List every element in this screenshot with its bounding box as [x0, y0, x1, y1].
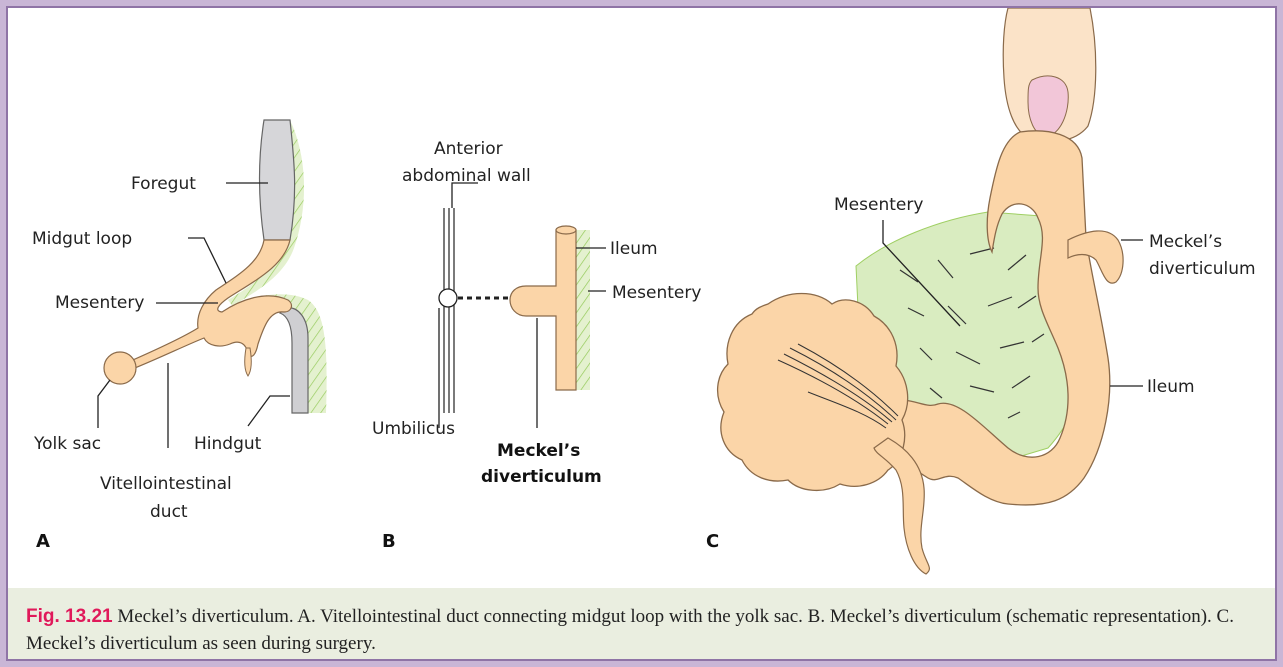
umbilicus-shape — [439, 289, 457, 307]
label-meckel-c-line1: Meckel’s — [1149, 232, 1222, 252]
panel-letter-c: C — [706, 531, 719, 552]
yolk-sac-shape — [104, 352, 136, 384]
foregut-tube — [260, 120, 295, 240]
label-meckel-b-line2: diverticulum — [481, 467, 602, 487]
label-mesentery-b: Mesentery — [612, 283, 701, 303]
figure-illustration: Foregut Midgut loop Mesentery Yolk sac H… — [8, 8, 1275, 588]
label-mesentery-a: Mesentery — [55, 293, 144, 313]
label-hindgut: Hindgut — [194, 434, 262, 454]
label-meckel-b-line1: Meckel’s — [497, 441, 580, 461]
panel-letter-a: A — [36, 531, 50, 552]
label-foregut: Foregut — [131, 174, 196, 194]
figure-frame: Foregut Midgut loop Mesentery Yolk sac H… — [6, 6, 1277, 661]
label-yolk-sac: Yolk sac — [33, 434, 101, 454]
panel-b-ileum — [510, 230, 576, 390]
label-duct-line1: Vitellointestinal — [100, 474, 232, 494]
label-ileum-c: Ileum — [1147, 377, 1195, 397]
panel-c-left-tissue — [718, 294, 908, 491]
hindgut-tube — [280, 308, 308, 413]
caption-figure-number: Fig. 13.21 — [26, 606, 113, 627]
label-wall-line2: abdominal wall — [402, 166, 531, 186]
label-duct-line2: duct — [150, 502, 188, 522]
label-meckel-c-line2: diverticulum — [1149, 259, 1256, 279]
caption-text: Meckel’s diverticulum. A. Vitellointesti… — [26, 606, 1234, 654]
panel-c: Mesentery Meckel’s diverticulum Ileum C — [706, 8, 1256, 574]
panel-a: Foregut Midgut loop Mesentery Yolk sac H… — [32, 120, 327, 552]
figure-caption: Fig. 13.21 Meckel’s diverticulum. A. Vit… — [8, 588, 1275, 659]
label-midgut-loop: Midgut loop — [32, 229, 132, 249]
label-mesentery-c: Mesentery — [834, 195, 923, 215]
panel-letter-b: B — [382, 531, 396, 552]
label-umbilicus: Umbilicus — [372, 419, 455, 439]
midgut-loop — [126, 240, 291, 370]
label-ileum-b: Ileum — [610, 239, 658, 259]
label-wall-line1: Anterior — [434, 139, 503, 159]
panel-b: Anterior abdominal wall Ileum Mesentery … — [372, 139, 701, 552]
midgut-drip — [245, 348, 252, 376]
